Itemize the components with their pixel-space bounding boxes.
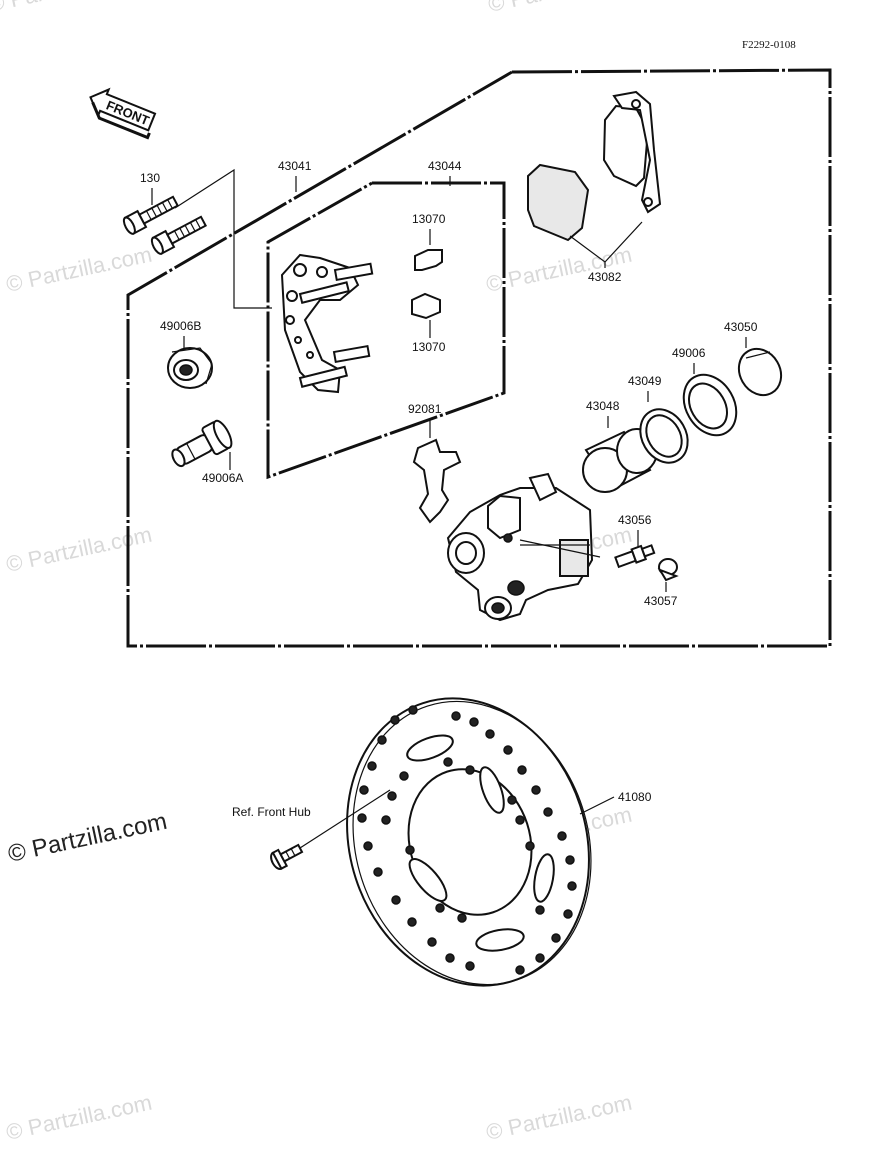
- callout-49006B: 49006B: [160, 319, 201, 333]
- diagram-code: F2292-0108: [742, 39, 796, 51]
- callout-43082: 43082: [588, 270, 622, 284]
- assembly-box-43041: [126, 68, 832, 648]
- watermark: © Partzilla.com: [484, 1090, 634, 1145]
- watermark: © Partzilla.com: [4, 522, 154, 577]
- callout-41080: 41080: [618, 790, 652, 804]
- seal-43049: [639, 408, 689, 464]
- bleed-valve-43056: [614, 544, 656, 569]
- brake-disc-41080: [346, 697, 592, 987]
- callout-43056: 43056: [618, 513, 652, 527]
- callout-43044: 43044: [428, 159, 462, 173]
- watermark: © Partzilla.com: [4, 1090, 154, 1145]
- callout-13070-bottom: 13070: [412, 340, 446, 354]
- callout-13070-top: 13070: [412, 212, 446, 226]
- watermark: © Partzilla.com: [4, 242, 154, 297]
- ref-front-hub-label: Ref. Front Hub: [232, 805, 311, 819]
- dust-seal-49006: [682, 373, 738, 437]
- clip-13070-top: [414, 249, 443, 271]
- watermark-main: © Partzilla.com: [6, 808, 170, 868]
- bolt-130: [122, 195, 208, 255]
- callout-130: 130: [140, 171, 160, 185]
- callout-43041: 43041: [278, 159, 312, 173]
- callout-92081: 92081: [408, 402, 442, 416]
- callout-49006A: 49006A: [202, 471, 243, 485]
- caliper-body: [446, 472, 594, 622]
- boot-49006B: [167, 347, 213, 389]
- bleed-cap-43057: [657, 558, 679, 582]
- watermark: © Partzilla.com: [486, 0, 636, 17]
- cap-43050: [737, 347, 783, 397]
- spring-92081: [412, 438, 462, 524]
- watermark: © Partzilla.com: [0, 0, 136, 17]
- caliper-bracket: [280, 253, 374, 394]
- pin-49006A: [171, 419, 233, 468]
- brake-pads-43082: [527, 90, 662, 242]
- callout-43048: 43048: [586, 399, 620, 413]
- front-arrow-icon: FRONT: [89, 87, 157, 140]
- callout-43050: 43050: [724, 320, 758, 334]
- callout-43057: 43057: [644, 594, 678, 608]
- clip-13070-bottom: [411, 292, 441, 320]
- piston-43048: [582, 428, 658, 493]
- callout-49006: 49006: [672, 346, 706, 360]
- assembly-box-43044: [266, 181, 506, 480]
- callout-43049: 43049: [628, 374, 662, 388]
- disc-screw: [270, 843, 304, 870]
